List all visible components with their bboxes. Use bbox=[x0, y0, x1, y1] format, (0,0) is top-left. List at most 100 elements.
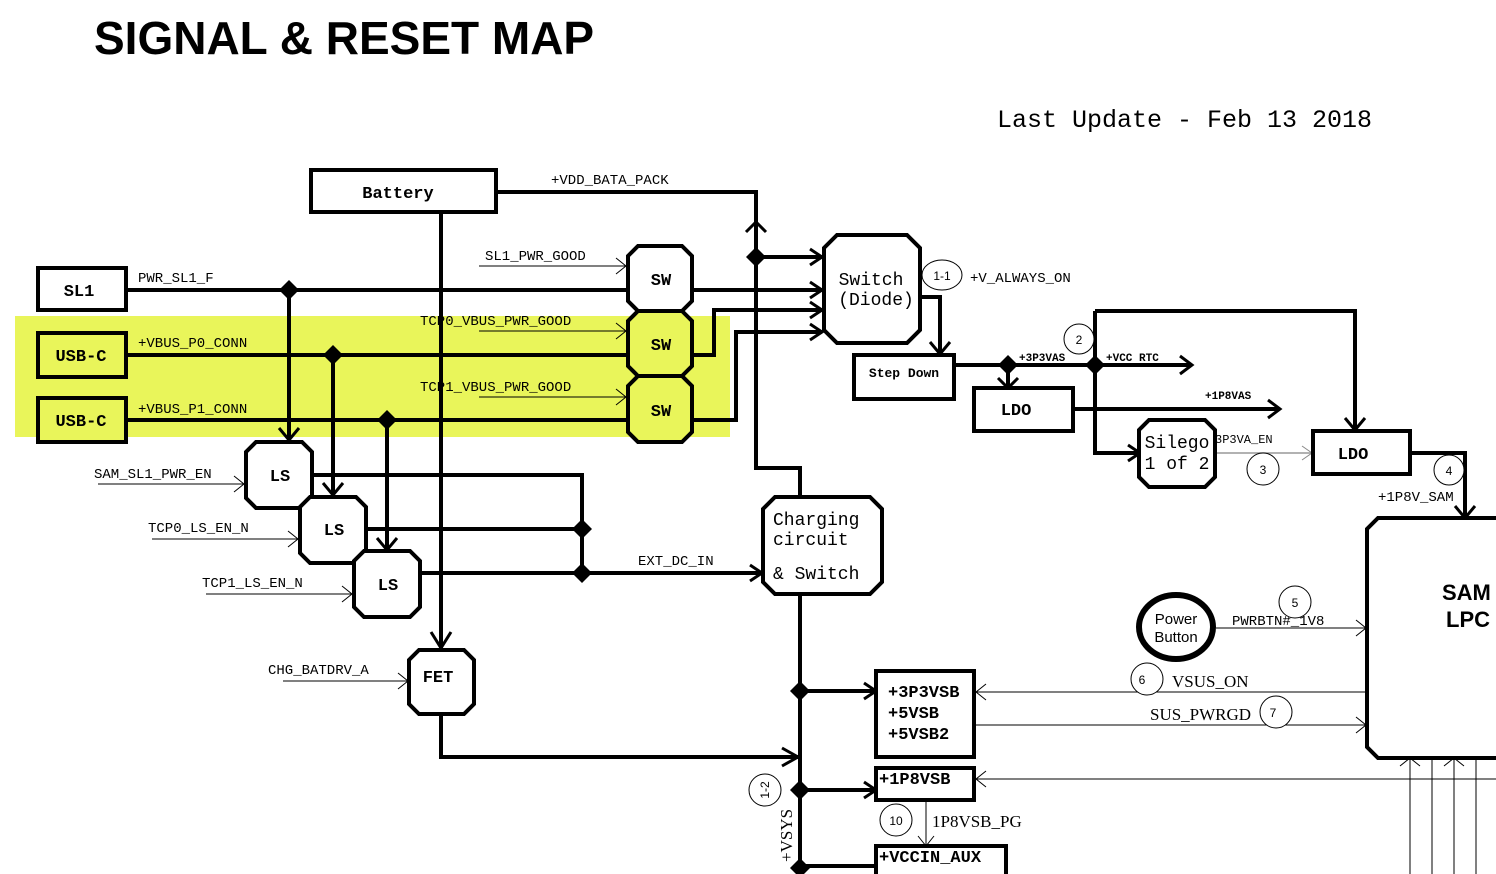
arrow-right-icon bbox=[1179, 354, 1195, 376]
sam-label-1: SAM bbox=[1442, 580, 1491, 605]
switch-diode-block: Switch (Diode) bbox=[822, 233, 922, 345]
junction-dot bbox=[1085, 355, 1105, 375]
junction-dot bbox=[377, 410, 397, 430]
label-vdd-bata-pack: +VDD_BATA_PACK bbox=[551, 173, 669, 189]
sw-p1-block: SW bbox=[626, 374, 694, 444]
usb-c-highlight bbox=[15, 316, 730, 437]
label-sl1-pwr-good: SL1_PWR_GOOD bbox=[485, 249, 586, 265]
label-3p3va-en: 3P3VA_EN bbox=[1215, 433, 1273, 447]
label-tcp0-vbus-pwr-good: TCP0_VBUS_PWR_GOOD bbox=[420, 314, 571, 330]
vsb-label-1: +3P3VSB bbox=[888, 684, 959, 703]
sw-sl1-block: SW bbox=[626, 244, 694, 313]
step-marker-5: 5 bbox=[1278, 585, 1312, 619]
step-marker-1-2-label: 1-2 bbox=[758, 781, 772, 799]
step-marker-10-label: 10 bbox=[889, 814, 903, 828]
step-marker-1-1-label: 1-1 bbox=[933, 269, 951, 283]
wire-fet-vsys bbox=[439, 714, 800, 759]
step-marker-2-label: 2 bbox=[1076, 333, 1083, 347]
ls-p1-label: LS bbox=[378, 577, 398, 596]
sw-p0-block: SW bbox=[626, 309, 694, 378]
wire-sw2-switch bbox=[692, 330, 822, 422]
step-marker-1-2: 1-2 bbox=[748, 773, 782, 807]
label-1p8vsb-pg: 1P8VSB_PG bbox=[932, 812, 1022, 831]
ldo-sam-block: LDO bbox=[1311, 429, 1412, 476]
vsb-label-2: +5VSB bbox=[888, 705, 939, 724]
label-tcp1-ls-en-n: TCP1_LS_EN_N bbox=[202, 576, 303, 592]
step-marker-3-label: 3 bbox=[1260, 463, 1267, 477]
sw-p0-label: SW bbox=[651, 337, 672, 356]
junction-dots bbox=[279, 247, 1105, 874]
silego-label-1: Silego bbox=[1145, 434, 1210, 454]
label-tcp1-vbus-pwr-good: TCP1_VBUS_PWR_GOOD bbox=[420, 380, 571, 396]
junction-dot bbox=[790, 681, 810, 701]
wire-v-always-on bbox=[920, 295, 942, 354]
p1p8vsb-label: +1P8VSB bbox=[879, 771, 950, 790]
step-marker-5-label: 5 bbox=[1292, 596, 1299, 610]
silego-label-2: 1 of 2 bbox=[1145, 455, 1210, 475]
ls-p1-block: LS bbox=[352, 549, 422, 619]
charging-circuit-block: Charging circuit & Switch bbox=[761, 495, 884, 596]
label-1p8v-sam: +1P8V_SAM bbox=[1378, 490, 1454, 506]
junction-dot bbox=[998, 355, 1018, 375]
sl1-label: SL1 bbox=[64, 283, 95, 302]
ldo-sam-label: LDO bbox=[1338, 446, 1369, 465]
label-vsys: +VSYS bbox=[777, 809, 796, 862]
step-marker-7-label: 7 bbox=[1270, 706, 1277, 720]
switch-diode-label-2: (Diode) bbox=[838, 291, 914, 311]
step-marker-3: 3 bbox=[1246, 452, 1280, 486]
wire-vcc-rtc-silego bbox=[1093, 311, 1138, 455]
wire-sw1-switch bbox=[692, 308, 822, 357]
label-vcc-rtc: +VCC RTC bbox=[1106, 353, 1159, 365]
label-vbus-p0-conn: +VBUS_P0_CONN bbox=[138, 336, 247, 352]
arrow-right-icon bbox=[809, 322, 825, 342]
junction-dot bbox=[572, 563, 592, 583]
usbc-p1-label: USB-C bbox=[55, 413, 106, 432]
vsb-block: +3P3VSB +5VSB +5VSB2 bbox=[874, 669, 976, 759]
arrow-right-icon bbox=[1267, 398, 1283, 420]
step-marker-2: 2 bbox=[1063, 323, 1095, 355]
charging-label-3: & Switch bbox=[773, 565, 859, 585]
last-update: Last Update - Feb 13 2018 bbox=[997, 106, 1372, 135]
label-vbus-p1-conn: +VBUS_P1_CONN bbox=[138, 402, 247, 418]
step-marker-4-label: 4 bbox=[1446, 464, 1453, 478]
step-down-block: Step Down bbox=[852, 353, 956, 401]
sl1-block: SL1 bbox=[36, 266, 128, 312]
step-marker-10: 10 bbox=[879, 803, 913, 837]
ls-p0-block: LS bbox=[298, 495, 368, 565]
ls-sl1-label: LS bbox=[270, 468, 290, 487]
step-marker-6: 6 bbox=[1130, 662, 1164, 696]
label-chg-batdrv-a: CHG_BATDRV_A bbox=[268, 663, 369, 679]
label-ext-dc-in: EXT_DC_IN bbox=[638, 554, 714, 570]
junction-dot bbox=[790, 780, 810, 800]
sam-lpc-block: SAM LPC bbox=[1365, 516, 1496, 760]
junction-dot bbox=[790, 858, 810, 874]
ls-p0-label: LS bbox=[324, 522, 344, 541]
charging-label-1: Charging bbox=[773, 511, 859, 531]
usbc-p1-block: USB-C bbox=[36, 396, 128, 444]
junction-dot bbox=[572, 519, 592, 539]
label-sam-sl1-pwr-en: SAM_SL1_PWR_EN bbox=[94, 467, 212, 483]
silego-block: Silego 1 of 2 bbox=[1137, 418, 1217, 489]
junction-dot bbox=[746, 247, 766, 267]
battery-block: Battery bbox=[309, 168, 498, 214]
junction-dot bbox=[279, 280, 299, 300]
wire-vdd-bata-pack bbox=[496, 190, 802, 497]
fet-block: FET bbox=[407, 648, 476, 716]
label-tcp0-ls-en-n: TCP0_LS_EN_N bbox=[148, 521, 249, 537]
ldo-1p8vas-block: LDO bbox=[972, 386, 1075, 433]
p1p8vsb-block: +1P8VSB bbox=[874, 766, 976, 802]
label-3p3vas: +3P3VAS bbox=[1019, 353, 1066, 365]
usbc-p0-block: USB-C bbox=[36, 331, 128, 379]
step-down-label: Step Down bbox=[869, 366, 939, 381]
power-button[interactable]: Power Button bbox=[1136, 592, 1216, 662]
junction-dot bbox=[323, 345, 343, 365]
label-pwr-sl1-f: PWR_SL1_F bbox=[138, 271, 214, 287]
ldo-1p8vas-label: LDO bbox=[1001, 402, 1032, 421]
sw-sl1-label: SW bbox=[651, 272, 672, 291]
charging-label-2: circuit bbox=[773, 531, 849, 551]
wire-vcc-rtc-ldo2 bbox=[1095, 309, 1357, 430]
fet-label: FET bbox=[423, 669, 454, 688]
label-1p8vas: +1P8VAS bbox=[1205, 391, 1252, 403]
label-sus-pwrgd: SUS_PWRGD bbox=[1150, 705, 1251, 724]
